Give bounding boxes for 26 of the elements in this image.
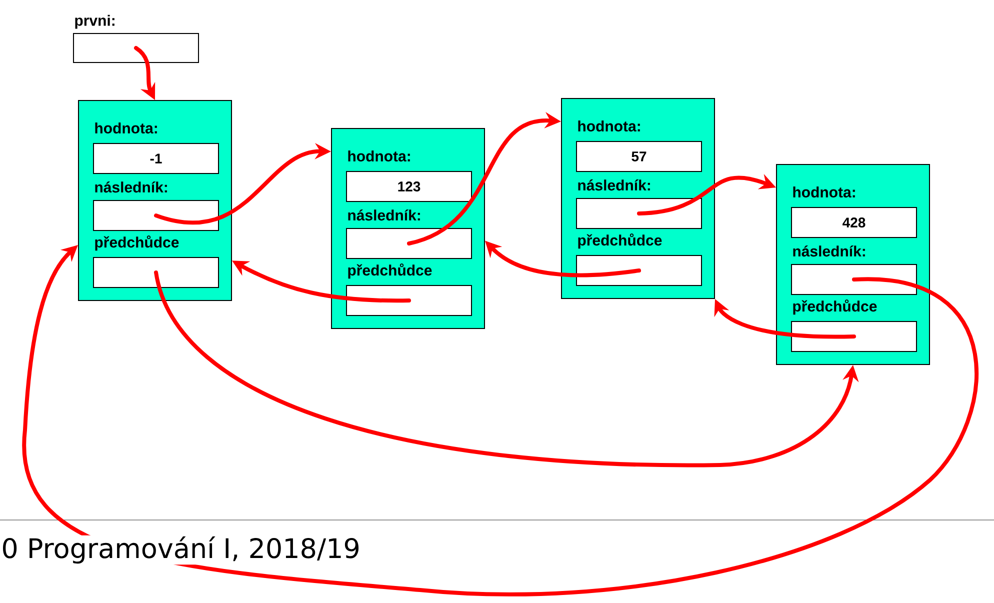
field-label: prvni: — [75, 14, 114, 29]
field-label: předchůdce — [95, 235, 179, 251]
pointer-field — [576, 198, 702, 229]
field-label: předchůdce — [793, 299, 877, 315]
field-label: následník: — [95, 181, 167, 193]
field-label: hodnota: — [578, 120, 640, 132]
field-label: hodnota: — [348, 150, 410, 162]
field-label: následník: — [793, 245, 865, 257]
pointer-field — [791, 264, 917, 295]
pointer-field — [576, 255, 702, 286]
field-label: předchůdce — [348, 263, 432, 279]
field-label: následník: — [348, 209, 420, 221]
value-field: 428 — [791, 207, 917, 238]
value-field: 57 — [576, 141, 702, 172]
field-label: hodnota: — [793, 186, 855, 198]
pointer-field — [346, 228, 472, 259]
pointer-field — [346, 285, 472, 316]
pointer-field — [791, 321, 917, 352]
value-field: -1 — [93, 143, 219, 174]
pointer-field — [93, 257, 219, 288]
field-label: hodnota: — [95, 122, 157, 134]
pointer-field — [93, 200, 219, 231]
value-field: 123 — [346, 171, 472, 202]
footer-text: 0 Programování I, 2018/19 — [0, 535, 362, 565]
field-label: následník: — [578, 179, 650, 191]
field-label: předchůdce — [578, 233, 662, 249]
